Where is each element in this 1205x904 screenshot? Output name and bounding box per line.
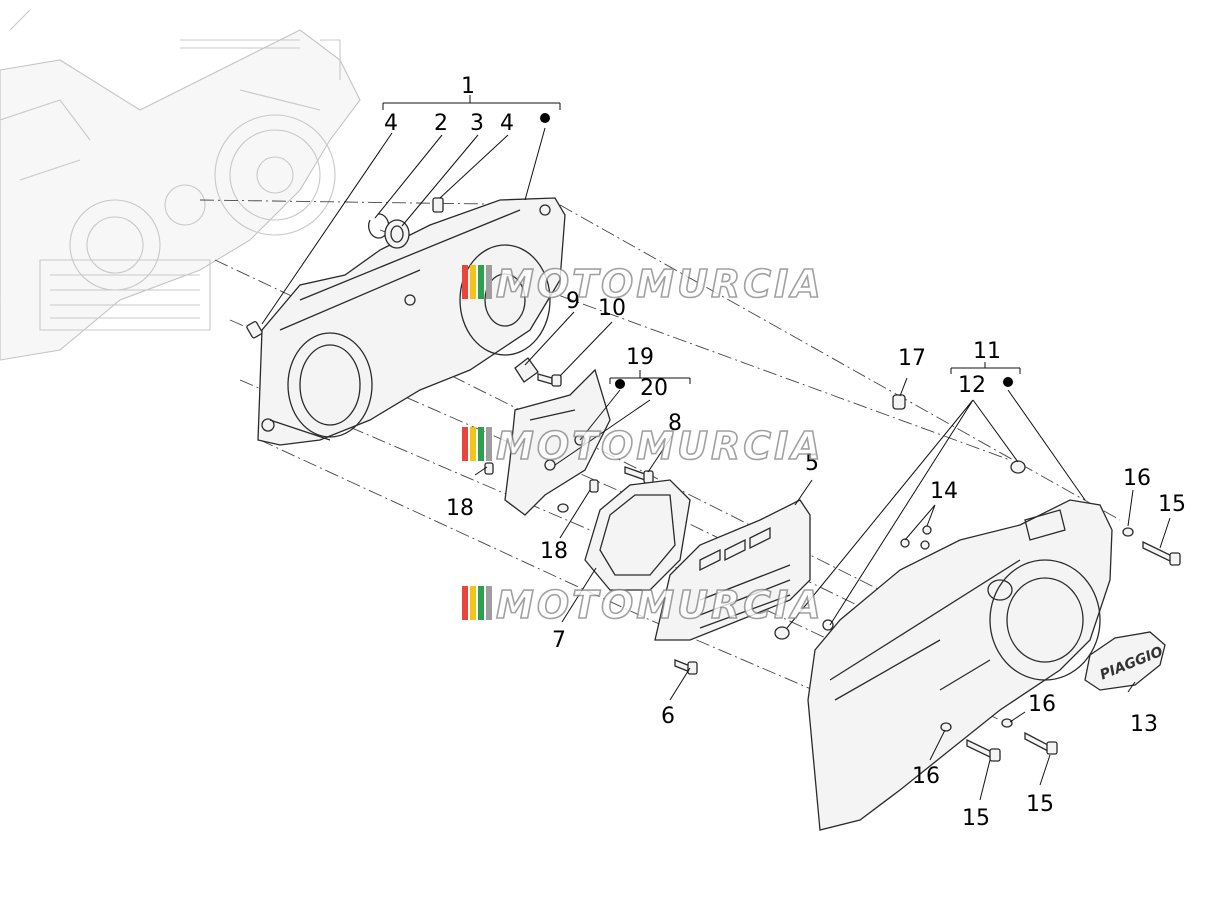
callout-10: 10 — [598, 296, 626, 321]
callout-16-middle: 16 — [1028, 692, 1056, 717]
callout-15-lower-left: 15 — [962, 806, 990, 831]
callout-16-right: 16 — [1123, 466, 1151, 491]
callout-18-lower: 18 — [540, 539, 568, 564]
dowel-pin-left — [246, 321, 263, 339]
watermark-top: MOTOMURCIA — [462, 261, 824, 307]
callout-16-lower: 16 — [912, 764, 940, 789]
callout-11: 11 — [973, 339, 1001, 364]
callout-4-right: 4 — [500, 111, 514, 136]
callout-2: 2 — [434, 111, 448, 136]
screw-10 — [537, 373, 562, 387]
callout-6: 6 — [661, 704, 675, 729]
circlip-part — [368, 213, 390, 239]
screw-15-lower-left — [966, 738, 1001, 762]
inner-crankcase-cover — [257, 197, 566, 446]
clip-plate-part — [514, 357, 539, 383]
callout-18-upper: 18 — [446, 496, 474, 521]
bullet-marker — [1003, 377, 1013, 387]
inner-panel-part — [654, 499, 811, 641]
dowel-pin-upper — [432, 197, 444, 213]
screw-6 — [674, 659, 698, 675]
callout-15-right: 15 — [1158, 492, 1186, 517]
watermark-text: MOTOMURCIA — [496, 262, 824, 306]
bullet-marker — [615, 379, 625, 389]
leader-lines — [261, 95, 1171, 801]
callout-14: 14 — [930, 479, 958, 504]
bearing-part — [384, 219, 410, 249]
callout-20: 20 — [640, 376, 668, 401]
screw-15-lower-right — [1024, 731, 1058, 755]
grommet-18-lower — [557, 479, 599, 513]
plug-17 — [892, 394, 906, 410]
washer-16-lower-left — [940, 722, 952, 732]
grommet-12-upper — [1010, 460, 1026, 474]
callout-5: 5 — [805, 451, 819, 476]
screw-8 — [624, 466, 654, 484]
washer-16-right — [1122, 527, 1134, 537]
watermark-bottom: MOTOMURCIA — [462, 582, 824, 628]
callout-labels: 1 4 2 3 4 9 10 19 20 8 18 18 5 7 6 17 11… — [384, 74, 1186, 831]
watermark-text: MOTOMURCIA — [496, 424, 824, 468]
callout-7: 7 — [552, 628, 566, 653]
callout-15-lower-right: 15 — [1026, 792, 1054, 817]
grommet-12-lower — [774, 626, 790, 640]
bullet-marker — [540, 113, 550, 123]
callout-9: 9 — [566, 289, 580, 314]
screw-15-right — [1142, 540, 1181, 566]
callout-19: 19 — [626, 345, 654, 370]
piaggio-badge: PIAGGIO — [1084, 631, 1166, 691]
watermark-middle: MOTOMURCIA — [462, 423, 824, 469]
watermark-text: MOTOMURCIA — [496, 583, 824, 627]
callout-4-left: 4 — [384, 111, 398, 136]
nuts-14 — [900, 525, 932, 550]
callout-3: 3 — [470, 111, 484, 136]
callout-12: 12 — [958, 373, 986, 398]
callout-13: 13 — [1130, 712, 1158, 737]
callout-17: 17 — [898, 346, 926, 371]
rubber-seal-part — [584, 479, 691, 591]
callout-8: 8 — [668, 411, 682, 436]
grommet-18-upper — [484, 462, 494, 475]
engine-block-ghost — [0, 9, 361, 361]
callout-1: 1 — [461, 74, 475, 99]
washer-16-lower-right — [1001, 718, 1013, 728]
outer-transmission-cover — [807, 499, 1113, 831]
